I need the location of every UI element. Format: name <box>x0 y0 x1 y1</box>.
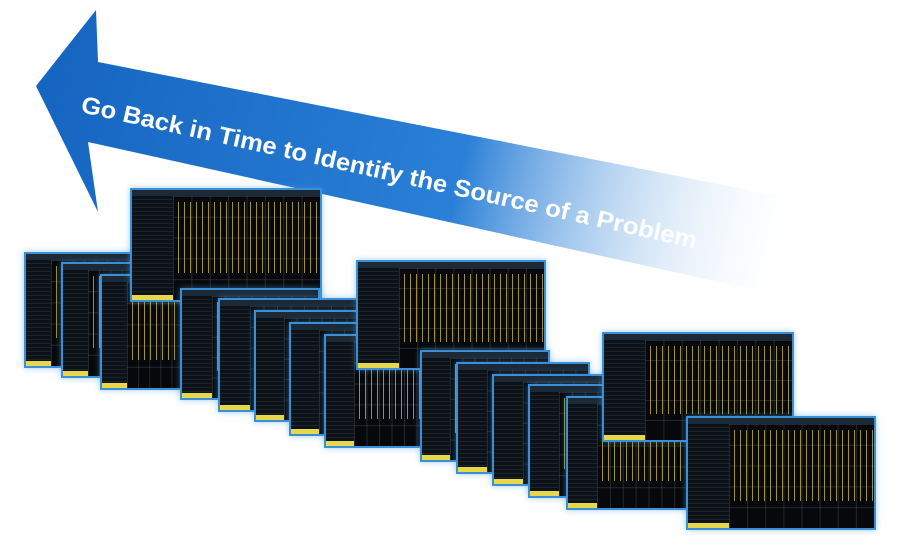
status-indicator <box>458 467 487 472</box>
measurement-sidebar <box>326 342 356 446</box>
status-indicator <box>604 435 646 440</box>
status-indicator <box>182 393 212 398</box>
status-indicator <box>63 371 89 376</box>
measurement-sidebar <box>458 370 488 472</box>
status-indicator <box>688 523 729 528</box>
measurement-sidebar <box>182 296 213 398</box>
measurement-sidebar <box>688 424 730 528</box>
measurement-sidebar <box>530 392 561 496</box>
status-indicator <box>26 361 52 366</box>
status-indicator <box>220 405 251 410</box>
measurement-sidebar <box>358 268 400 368</box>
signal-trace <box>728 430 874 501</box>
measurement-sidebar <box>568 404 599 508</box>
measurement-sidebar <box>132 196 175 300</box>
signal-trace <box>645 346 792 414</box>
measurement-sidebar <box>604 340 647 440</box>
status-indicator <box>132 295 174 300</box>
waveform-plot <box>173 196 320 300</box>
screen-4 <box>130 188 322 302</box>
status-indicator <box>256 415 285 420</box>
status-indicator <box>568 503 598 508</box>
status-indicator <box>530 491 560 496</box>
measurement-sidebar <box>256 318 286 420</box>
measurement-sidebar <box>220 306 252 410</box>
measurement-sidebar <box>26 260 53 366</box>
measurement-sidebar <box>291 330 321 434</box>
measurement-sidebar <box>494 382 524 484</box>
status-indicator <box>291 429 320 434</box>
status-indicator <box>358 363 399 368</box>
signal-trace <box>398 274 544 342</box>
measurement-sidebar <box>422 358 451 460</box>
signal-trace <box>173 202 320 273</box>
measurement-sidebar <box>102 282 129 388</box>
arrow-icon <box>36 10 800 300</box>
waveform-plot <box>728 424 874 528</box>
screen-17 <box>686 416 876 530</box>
screen-16 <box>602 332 794 442</box>
measurement-sidebar <box>63 270 90 376</box>
status-indicator <box>102 383 128 388</box>
status-indicator <box>326 441 355 446</box>
status-indicator <box>494 479 523 484</box>
status-indicator <box>422 455 450 460</box>
